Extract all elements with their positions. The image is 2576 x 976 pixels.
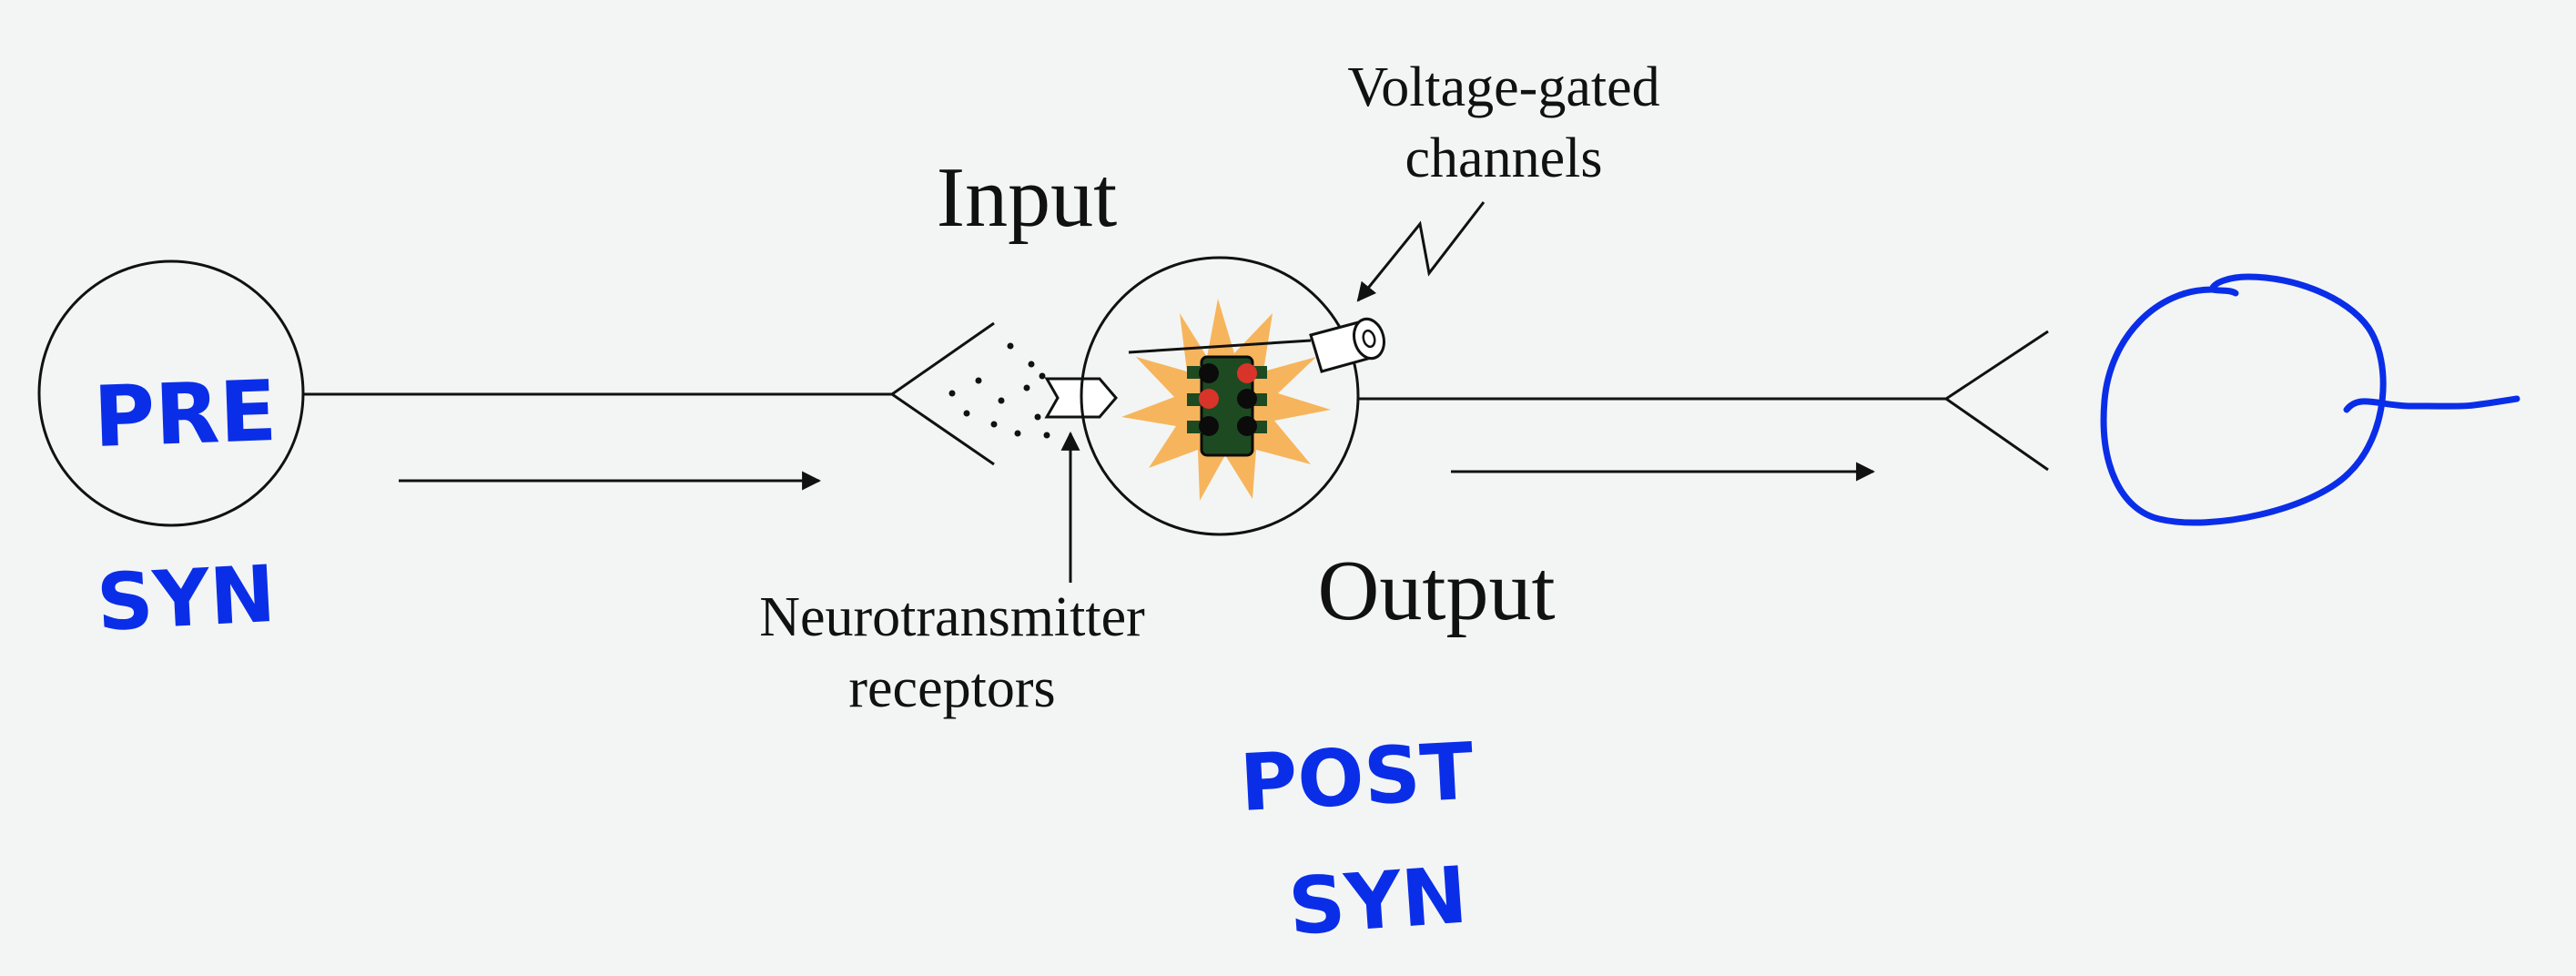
syn-bottom-handwriting: SYN — [1285, 850, 1470, 953]
output-label: Output — [1317, 544, 1555, 638]
postsynaptic-terminal-upper — [1945, 330, 2049, 401]
input-label: Input — [937, 150, 1117, 245]
presynaptic-terminal-upper — [891, 321, 995, 396]
voltage-label-line1: Voltage-gated — [1347, 56, 1659, 118]
syn-left-handwriting: SYN — [95, 549, 278, 649]
presynaptic-terminal-lower — [891, 392, 995, 466]
postsynaptic-neuron — [1080, 256, 1360, 536]
cylinder-channel-icon — [1309, 317, 1385, 373]
traffic-light-icon — [1128, 339, 1312, 457]
post-handwriting: POST — [1238, 727, 1476, 829]
next-neuron-sketch — [2100, 273, 2387, 526]
voltage-label-line2: channels — [1405, 127, 1603, 189]
neuro-label-line1: Neurotransmitter — [759, 586, 1145, 648]
next-neuron-axon-sketch — [2343, 395, 2520, 413]
voltage-channel-pointer — [1356, 201, 1486, 302]
postsynaptic-terminal-lower — [1945, 397, 2049, 472]
neuro-label-line2: receptors — [848, 657, 1055, 719]
neurotransmitter-dots — [948, 342, 1050, 439]
pre-handwriting: PRE — [92, 362, 279, 466]
